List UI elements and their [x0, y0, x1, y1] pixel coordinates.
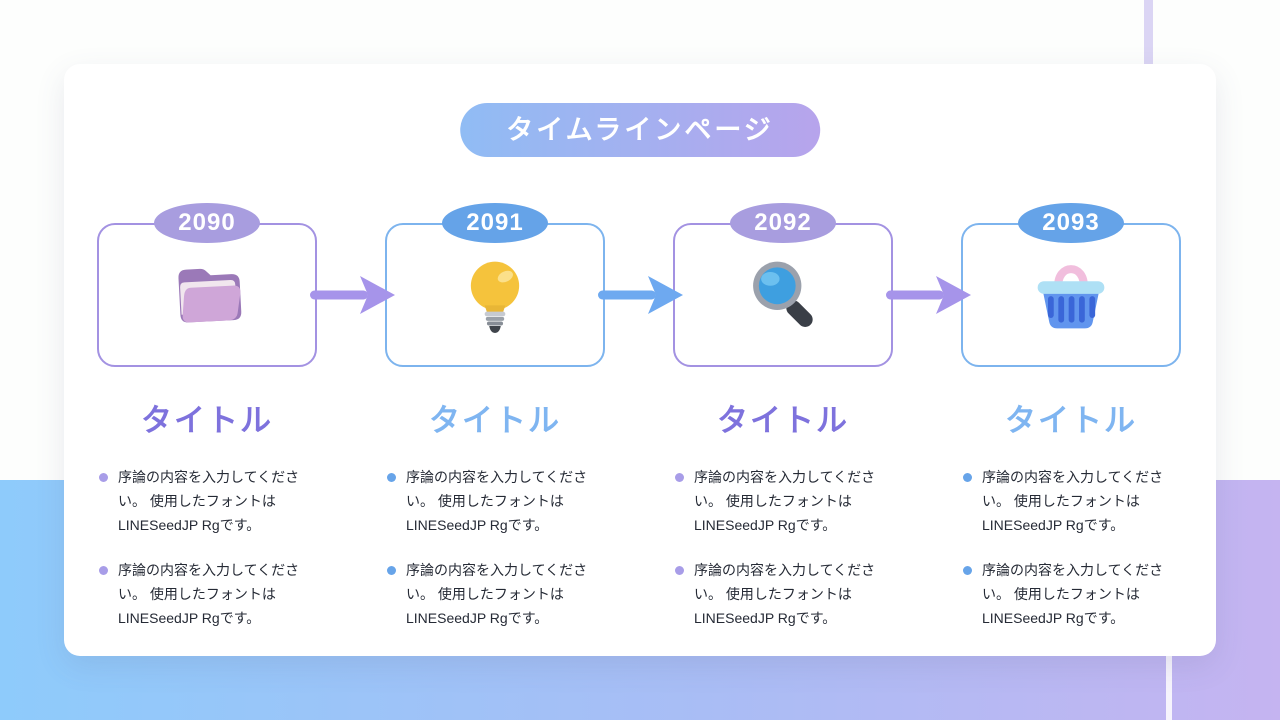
item-title: タイトル — [717, 403, 849, 438]
bullet-dot — [963, 473, 972, 482]
timeline-row: 2090 タイトル 序論の内容を入力してください。 使用したフォ — [97, 203, 1181, 631]
lightbulb-icon — [470, 261, 520, 333]
year-badge: 2092 — [730, 203, 836, 243]
bullet-text: 序論の内容を入力してください。 使用したフォントはLINESeedJP Rgです… — [406, 562, 588, 626]
accent-line-bottom — [1166, 656, 1172, 720]
year-badge: 2093 — [1018, 203, 1124, 243]
bullet-text: 序論の内容を入力してください。 使用したフォントはLINESeedJP Rgです… — [118, 562, 300, 626]
arrow-right-icon — [310, 276, 395, 314]
arrow-right-icon — [886, 276, 971, 314]
list-item: 序論の内容を入力してください。 使用したフォントはLINESeedJP Rgです… — [673, 466, 893, 537]
year-badge: 2090 — [154, 203, 260, 243]
bullet-text: 序論の内容を入力してください。 使用したフォントはLINESeedJP Rgです… — [694, 469, 876, 533]
item-title: タイトル — [1005, 403, 1137, 438]
magnifier-icon — [753, 261, 813, 327]
bullet-dot — [387, 566, 396, 576]
bullet-dot — [99, 566, 108, 576]
list-item: 序論の内容を入力してください。 使用したフォントはLINESeedJP Rgです… — [97, 466, 317, 537]
year-badge: 2091 — [442, 203, 548, 243]
list-item: 序論の内容を入力してください。 使用したフォントはLINESeedJP Rgです… — [97, 559, 317, 630]
timeline-item-2092: 2092 タイトル 序論の内容を入力してください。 使用したフォントはLINES… — [673, 203, 971, 631]
list-item: 序論の内容を入力してください。 使用したフォントはLINESeedJP Rgです… — [673, 559, 893, 630]
list-item: 序論の内容を入力してください。 使用したフォントはLINESeedJP Rgです… — [385, 559, 605, 630]
bullet-text: 序論の内容を入力してください。 使用したフォントはLINESeedJP Rgです… — [406, 469, 588, 533]
bullet-list: 序論の内容を入力してください。 使用したフォントはLINESeedJP Rgです… — [673, 466, 893, 631]
icon-box — [673, 223, 893, 367]
folder-icon — [178, 268, 242, 323]
list-item: 序論の内容を入力してください。 使用したフォントはLINESeedJP Rgです… — [385, 466, 605, 537]
timeline-item-2091: 2091 タイトル 序論の内容を — [385, 203, 683, 631]
timeline-item-2093: 2093 タイトル 序論の内容を入力してください。 使用したフォントはLI — [961, 203, 1181, 631]
item-title: タイトル — [429, 403, 561, 438]
bullet-list: 序論の内容を入力してください。 使用したフォントはLINESeedJP Rgです… — [385, 466, 605, 631]
bullet-dot — [99, 473, 108, 482]
bullet-text: 序論の内容を入力してください。 使用したフォントはLINESeedJP Rgです… — [694, 562, 876, 626]
item-title: タイトル — [141, 403, 273, 438]
bullet-list: 序論の内容を入力してください。 使用したフォントはLINESeedJP Rgです… — [961, 466, 1181, 631]
icon-box — [961, 223, 1181, 367]
timeline-item-2090: 2090 タイトル 序論の内容を入力してください。 使用したフォ — [97, 203, 395, 631]
arrow-right-icon — [598, 276, 683, 314]
icon-box — [97, 223, 317, 367]
bullet-dot — [675, 566, 684, 576]
list-item: 序論の内容を入力してください。 使用したフォントはLINESeedJP Rgです… — [961, 559, 1181, 630]
slide-card: タイムラインページ 2090 タイトル — [64, 64, 1216, 656]
bullet-text: 序論の内容を入力してください。 使用したフォントはLINESeedJP Rgです… — [982, 562, 1164, 626]
bullet-dot — [675, 473, 684, 482]
bullet-text: 序論の内容を入力してください。 使用したフォントはLINESeedJP Rgです… — [982, 469, 1164, 533]
accent-line-top — [1144, 0, 1153, 64]
icon-box — [385, 223, 605, 367]
bullet-dot — [387, 473, 396, 482]
slide-title-badge: タイムラインページ — [460, 103, 820, 157]
bullet-text: 序論の内容を入力してください。 使用したフォントはLINESeedJP Rgです… — [118, 469, 300, 533]
basket-icon — [1037, 265, 1105, 329]
bullet-dot — [963, 566, 972, 576]
list-item: 序論の内容を入力してください。 使用したフォントはLINESeedJP Rgです… — [961, 466, 1181, 537]
bullet-list: 序論の内容を入力してください。 使用したフォントはLINESeedJP Rgです… — [97, 466, 317, 631]
